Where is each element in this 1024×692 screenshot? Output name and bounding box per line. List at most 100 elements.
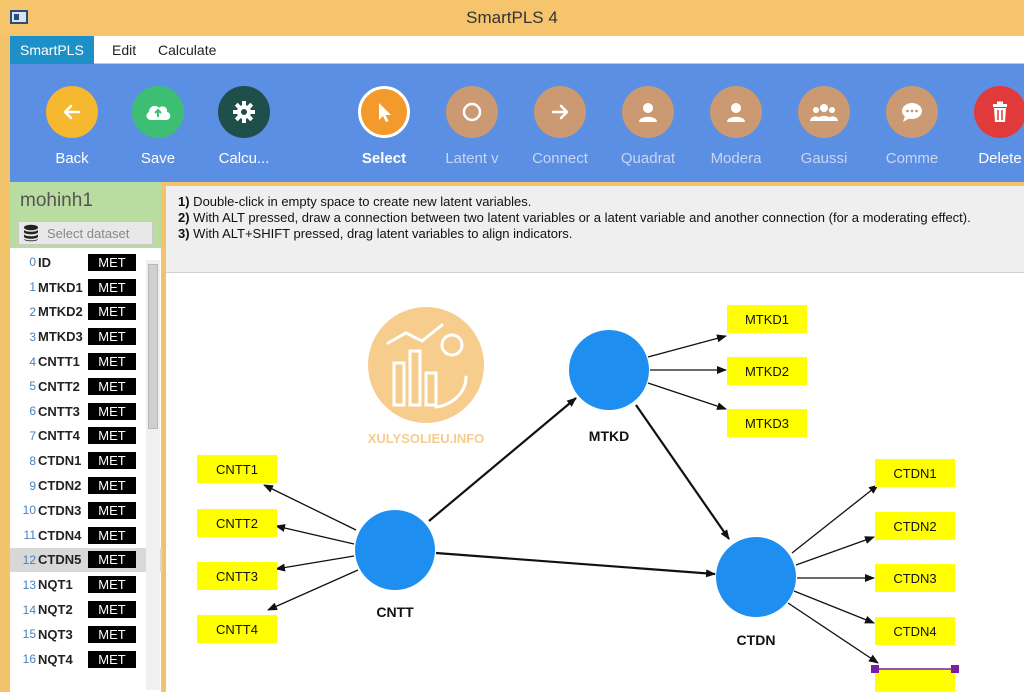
moderating-tool-button[interactable]: Modera	[696, 86, 776, 167]
model-name: mohinh1	[10, 182, 161, 218]
gaussian-tool-button[interactable]: Gaussi	[784, 86, 864, 167]
indicator-cntt2[interactable]: CNTT2	[197, 509, 277, 537]
indicator-mtkd2[interactable]: MTKD2	[727, 357, 807, 385]
loading-cntt3[interactable]	[275, 555, 355, 572]
indicator-name: CTDN4	[38, 527, 82, 543]
model-canvas[interactable]: XULYSOLIEU.INFO MTKD CNTT CTDN MTKD1	[166, 272, 1024, 692]
loading-mtkd1[interactable]	[647, 334, 727, 358]
indicator-ctdn5-selected[interactable]	[871, 665, 959, 692]
svg-text:MTKD3: MTKD3	[745, 416, 789, 431]
indicator-cntt3[interactable]: CNTT3	[197, 562, 277, 590]
database-icon	[24, 224, 38, 242]
cursor-icon	[358, 86, 410, 138]
latent-cntt-label: CNTT	[376, 604, 414, 620]
menu-calculate[interactable]: Calculate	[158, 42, 217, 58]
group-icon	[798, 86, 850, 138]
measurement-type-badge: MET	[88, 353, 136, 371]
latent-variable-tool-button[interactable]: Latent v	[432, 86, 512, 167]
indicator-index: 10	[22, 503, 36, 518]
measurement-type-badge: MET	[88, 576, 136, 594]
quadratic-tool-button[interactable]: Quadrat	[608, 86, 688, 167]
select-dataset-button[interactable]: Select dataset	[18, 221, 153, 245]
indicator-scrollbar[interactable]	[146, 260, 160, 690]
indicator-cntt4[interactable]: CNTT4	[197, 615, 277, 643]
path-cntt-ctdn[interactable]	[435, 551, 716, 578]
person-icon	[622, 86, 674, 138]
scrollbar-thumb[interactable]	[148, 264, 158, 429]
comment-tool-button[interactable]: Comme	[872, 86, 952, 167]
indicator-name: CTDN3	[38, 502, 82, 518]
loading-ctdn4[interactable]	[793, 590, 875, 624]
toolbar: Back Save Calcu... Select Latent v Conne…	[10, 64, 1024, 182]
cloud-upload-icon	[132, 86, 184, 138]
connect-tool-button[interactable]: Connect	[520, 86, 600, 167]
loading-cntt4[interactable]	[267, 569, 359, 611]
calculate-button[interactable]: Calcu...	[204, 86, 284, 167]
latent-ctdn[interactable]	[716, 537, 796, 617]
svg-text:CNTT3: CNTT3	[216, 569, 258, 584]
loading-mtkd3[interactable]	[647, 382, 727, 410]
indicator-ctdn3[interactable]: CTDN3	[875, 564, 955, 592]
latent-cntt[interactable]	[355, 510, 435, 590]
indicator-name: NQT2	[38, 602, 73, 618]
quadratic-label: Quadrat	[620, 150, 676, 167]
loading-ctdn1[interactable]	[791, 484, 879, 554]
svg-text:CTDN3: CTDN3	[893, 571, 936, 586]
indicator-ctdn4[interactable]: CTDN4	[875, 617, 955, 645]
dataset-bar: Select dataset	[10, 218, 161, 248]
measurement-type-badge: MET	[88, 501, 136, 519]
indicator-ctdn2[interactable]: CTDN2	[875, 512, 955, 540]
indicator-name: CNTT1	[38, 354, 80, 370]
svg-text:CNTT4: CNTT4	[216, 622, 258, 637]
loading-ctdn2[interactable]	[795, 536, 875, 566]
latent-mtkd[interactable]	[569, 330, 649, 410]
indicator-mtkd3[interactable]: MTKD3	[727, 409, 807, 437]
menu-smartpls[interactable]: SmartPLS	[10, 36, 94, 64]
measurement-type-badge: MET	[88, 477, 136, 495]
menu-edit[interactable]: Edit	[112, 42, 137, 58]
select-tool-button[interactable]: Select	[344, 86, 424, 167]
svg-text:CNTT1: CNTT1	[216, 462, 258, 477]
path-cntt-mtkd[interactable]	[428, 397, 577, 522]
delete-button[interactable]: Delete	[960, 86, 1024, 167]
comment-label: Comme	[885, 150, 939, 167]
measurement-type-badge: MET	[88, 452, 136, 470]
arrow-left-icon	[46, 86, 98, 138]
indicator-index: 4	[29, 354, 36, 369]
measurement-type-badge: MET	[88, 625, 136, 643]
loading-cntt2[interactable]	[275, 524, 355, 545]
delete-label: Delete	[978, 150, 1022, 167]
path-mtkd-ctdn[interactable]	[635, 404, 730, 540]
loading-cntt1[interactable]	[263, 484, 357, 531]
back-label: Back	[55, 150, 89, 167]
instructions-panel: 1) Double-click in empty space to create…	[166, 186, 1024, 272]
indicator-ctdn1[interactable]: CTDN1	[875, 459, 955, 487]
save-label: Save	[140, 150, 176, 167]
moderating-label: Modera	[710, 150, 762, 167]
loading-ctdn5[interactable]	[787, 602, 879, 664]
indicator-mtkd1[interactable]: MTKD1	[727, 305, 807, 333]
save-button[interactable]: Save	[118, 86, 198, 167]
svg-text:MTKD1: MTKD1	[745, 312, 789, 327]
indicator-cntt1[interactable]: CNTT1	[197, 455, 277, 483]
latent-ctdn-label: CTDN	[737, 632, 776, 648]
back-button[interactable]: Back	[32, 86, 112, 167]
